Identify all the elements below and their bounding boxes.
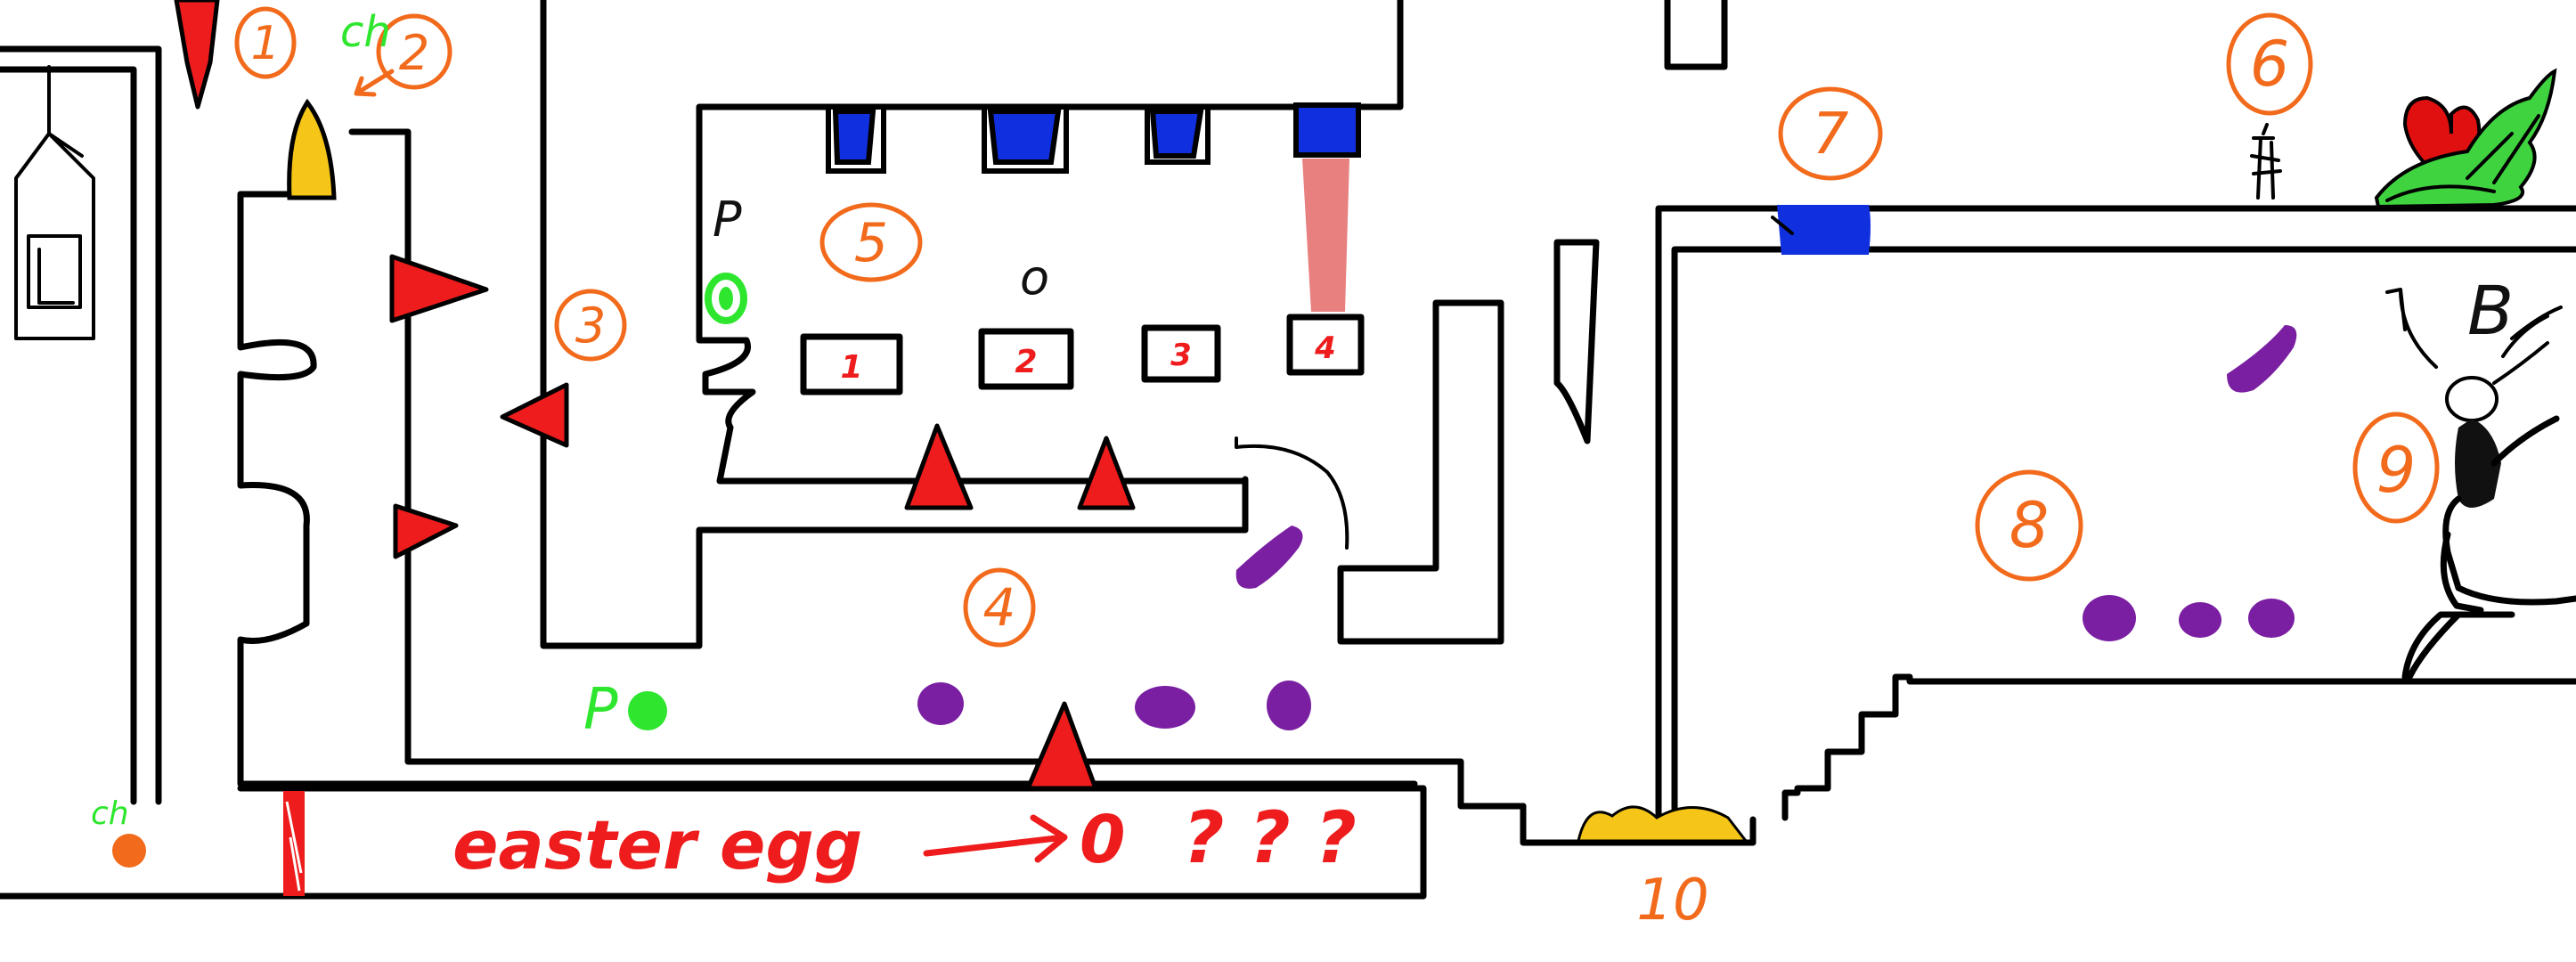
checkpoint-green-dot [628,691,667,730]
marker-10: 10 [1636,868,1708,933]
marker-3: 3 [575,298,606,354]
puzzle-box-label-4: 4 [1314,330,1336,366]
gold-flame [289,102,334,198]
lantern-icon [16,67,94,338]
puzzle-box-label-3: 3 [1170,338,1192,373]
p-label-floor: P [583,677,618,743]
blue-ledge-block [1773,205,1871,255]
floor-spike-3 [1028,704,1096,788]
gold-pile [1578,807,1746,841]
enemy-worm-2 [2227,325,2296,393]
checkpoint-green-ring-core [719,287,733,310]
floor-spike-2 [1080,438,1133,508]
marker-8: 8 [2009,489,2050,562]
wall-spike-2 [502,385,567,445]
enemy-blob-6 [2248,599,2295,638]
ceiling-spike [176,0,217,107]
arrow-icon [356,71,392,94]
level-walls [0,0,2576,896]
p-label-room: P [713,192,742,248]
marker-6: 6 [2250,28,2290,101]
o-label-room: o [1020,249,1049,306]
zero-label: 0 [1080,802,1126,878]
laser-beam [1302,159,1349,312]
checkpoints [112,276,744,868]
small-npc-figure [2252,125,2280,198]
marker-9: 9 [2376,434,2417,507]
floor-spike-1 [907,426,971,508]
enemy-blob-4 [2083,595,2136,641]
red-arrow-icon [926,818,1064,860]
marker-5: 5 [854,212,888,274]
checkpoint-orange-dot [112,834,146,868]
question-marks: ? ? ? [1183,796,1357,879]
enemy-blob-2 [1135,686,1195,729]
marker-2: 2 [399,25,429,81]
wall-spike-3 [395,506,456,557]
red-hazard-bar [283,791,305,896]
water-blocks [828,105,1358,171]
enemy-blob-1 [917,682,964,725]
puzzle-box-label-1: 1 [840,349,862,386]
checkpoint-label-bottom: ch [91,795,129,832]
boss-label: B [2467,271,2514,350]
easter-egg-label: easter egg [452,805,862,885]
puzzle-boxes: 1 2 3 4 [803,317,1361,392]
marker-7: 7 [1813,102,1849,167]
wall-spike-1 [392,257,486,321]
enemy-worm-1 [1236,526,1303,589]
marker-4: 4 [983,577,1016,638]
checkpoint-label-top: ch [340,7,391,57]
puzzle-box-label-2: 2 [1015,344,1037,380]
marker-1: 1 [250,17,280,70]
enemy-blob-5 [2179,602,2221,638]
enemy-blob-3 [1267,681,1311,730]
